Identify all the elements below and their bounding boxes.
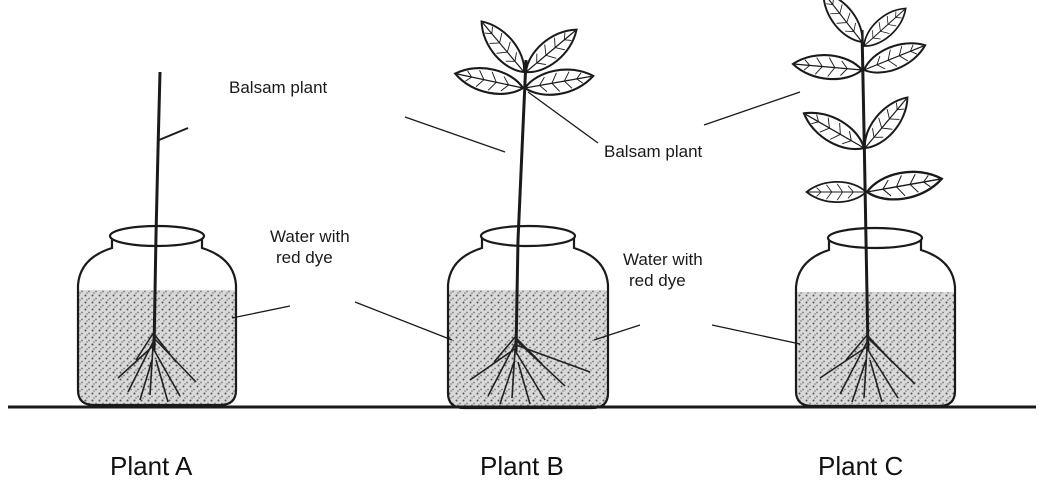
jar-c-dye (796, 292, 955, 406)
caption-plant-a: Plant A (110, 451, 192, 481)
label-balsam-plant-right: Balsam plant (604, 142, 702, 162)
label-balsam-plant-left: Balsam plant (229, 78, 327, 98)
leader-balsam-right-to-c (704, 92, 800, 125)
stem-a-branch (159, 128, 188, 140)
leader-water-right-to-c (712, 325, 800, 344)
jar-c-rim (828, 228, 922, 248)
jar-a-dye (78, 290, 236, 405)
plant-c-setup (792, 0, 955, 406)
caption-plant-c: Plant C (818, 451, 903, 481)
label-water-right-line2: red dye (623, 270, 703, 291)
leaves-c (792, 0, 944, 205)
label-water-left-line2: red dye (270, 247, 350, 268)
leader-water-left-to-a (232, 306, 290, 318)
plant-b-setup (448, 14, 608, 408)
label-water-red-dye-left: Water with red dye (270, 226, 350, 268)
label-water-red-dye-right: Water with red dye (623, 249, 703, 291)
label-water-left-line1: Water with (270, 226, 350, 247)
leader-balsam-left-to-b (405, 117, 505, 152)
plant-a-setup (78, 72, 236, 405)
leader-water-left-to-b (355, 302, 452, 340)
leader-balsam-right-to-b (528, 92, 598, 143)
caption-plant-b: Plant B (480, 451, 564, 481)
jar-b-rim (481, 226, 575, 246)
label-water-right-line1: Water with (623, 249, 703, 270)
